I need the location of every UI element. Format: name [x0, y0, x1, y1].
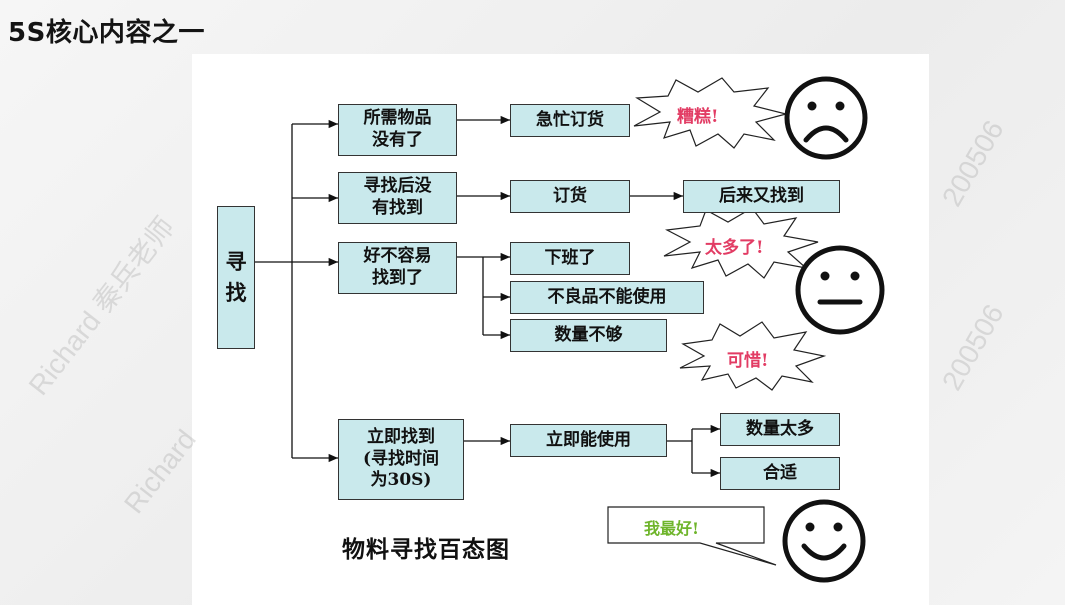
branch-hard-to-find: 好不容易 找到了 [338, 242, 457, 294]
root-node: 寻 找 [217, 206, 255, 349]
outcome-not-enough: 数量不够 [510, 319, 667, 352]
outcome-too-many-qty: 数量太多 [720, 413, 840, 446]
outcome-defective: 不良品不能使用 [510, 281, 704, 314]
branch-not-available: 所需物品 没有了 [338, 104, 457, 156]
outcome-off-work: 下班了 [510, 242, 630, 275]
watermark-teacher: Richard 秦兵老师 [22, 211, 181, 401]
burst-text-too-many: 太多了! [705, 238, 764, 258]
outcome-suitable: 合适 [720, 457, 840, 490]
diagram-caption: 物料寻找百态图 [342, 536, 510, 563]
branch-found-immediately: 立即找到 (寻找时间 为30S) [338, 419, 464, 500]
outcome-order: 订货 [510, 180, 630, 213]
outcome-found-later: 后来又找到 [683, 180, 840, 213]
branch-found-after: 寻找后没 有找到 [338, 172, 457, 224]
page-title: 5S核心内容之一 [8, 18, 205, 48]
burst-text-terrible: 糟糕! [677, 107, 719, 127]
watermark-short: Richard [118, 423, 202, 520]
watermark-code-1: 200506 [936, 115, 1010, 212]
burst-text-pity: 可惜! [727, 351, 769, 371]
outcome-use-immediately: 立即能使用 [510, 424, 667, 457]
outcome-rush-order: 急忙订货 [510, 104, 630, 137]
watermark-code-2: 200506 [936, 299, 1010, 396]
speech-text-best: 我最好! [644, 519, 700, 538]
